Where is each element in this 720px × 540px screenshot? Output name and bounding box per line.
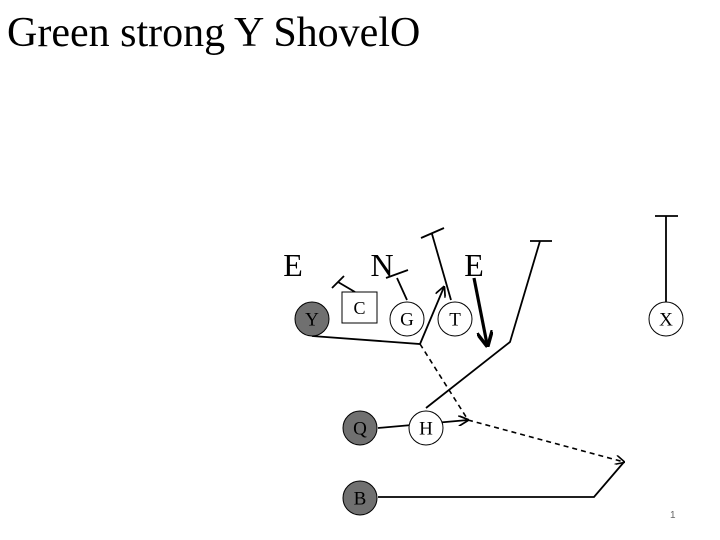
player-g: G: [389, 301, 425, 337]
player-c-label: C: [353, 298, 365, 318]
player-b-label: B: [354, 489, 367, 510]
defender-e-left: E: [283, 247, 303, 283]
defender-e-right-rush-arrow: [472, 277, 487, 344]
slide-title: Green strong Y ShovelO: [7, 10, 421, 56]
player-x: X: [648, 301, 684, 337]
defense: E N E: [283, 247, 484, 283]
page-number: 1: [670, 510, 676, 521]
player-t-label: T: [449, 310, 461, 331]
player-y: Y: [294, 301, 330, 337]
player-y-label: Y: [305, 310, 319, 331]
tackle-block-route: [420, 227, 452, 301]
q-shovel-dashed-route: [419, 343, 469, 421]
defender-n: N: [370, 247, 393, 283]
center-block-route: [331, 275, 356, 293]
defender-e-right: E: [464, 247, 484, 283]
player-c: C: [341, 291, 378, 324]
player-x-label: X: [659, 310, 673, 331]
flat-dashed-route: [467, 419, 624, 462]
player-t: T: [437, 301, 473, 337]
guard-block-route: [385, 269, 409, 301]
h-route: [425, 240, 552, 409]
routes: [311, 215, 678, 498]
y-shovel-route: [311, 287, 444, 345]
player-h: H: [408, 410, 444, 446]
x-route: [655, 215, 678, 304]
player-q-label: Q: [353, 419, 367, 440]
player-g-label: G: [400, 310, 414, 331]
b-route: [378, 461, 625, 498]
offense: C Y G T X Q H: [294, 291, 684, 516]
player-h-label: H: [419, 419, 433, 440]
player-b: B: [342, 480, 378, 516]
player-q: Q: [342, 410, 378, 446]
